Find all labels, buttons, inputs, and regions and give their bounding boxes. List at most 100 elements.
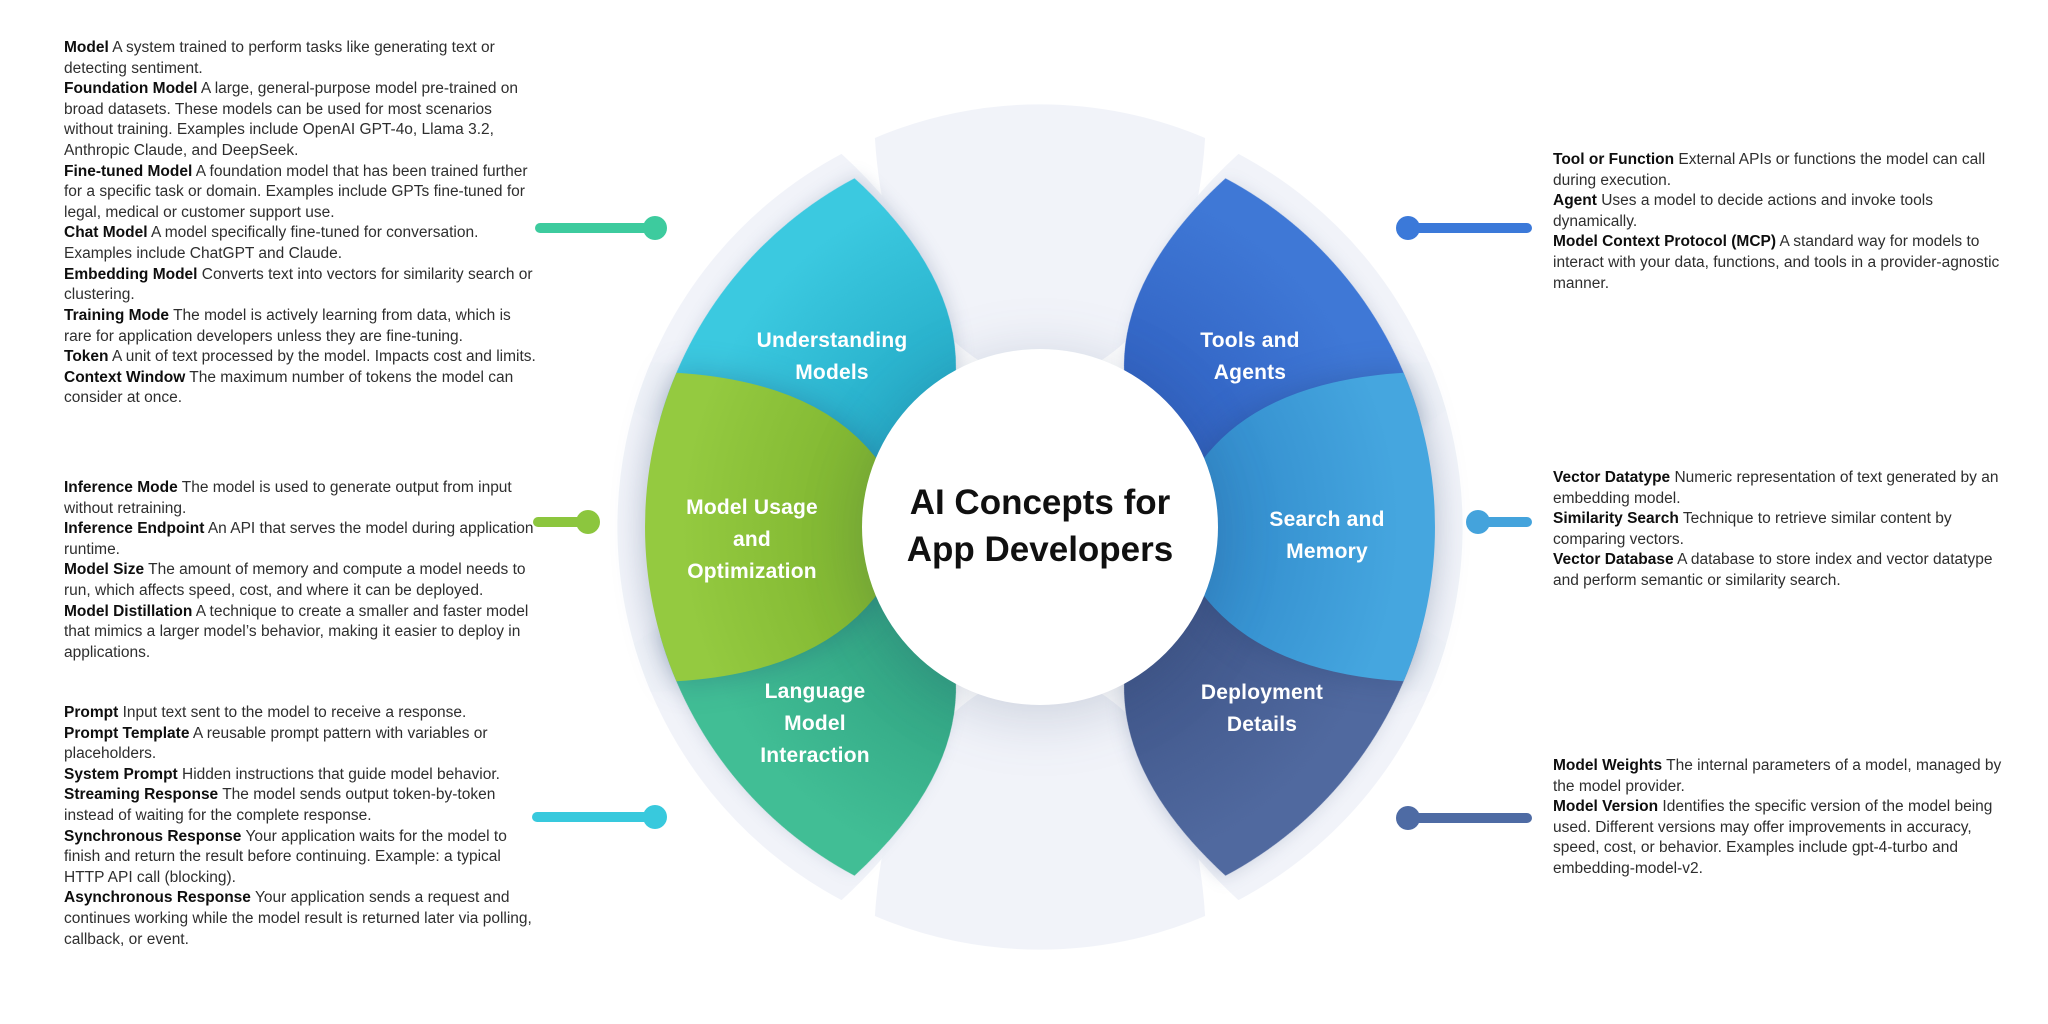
definition-item: Tool or Function External APIs or functi… (1553, 150, 2015, 191)
definition-term: Chat Model (64, 224, 148, 242)
definition-term: Training Mode (64, 306, 170, 324)
definition-text: Hidden instructions that guide model beh… (182, 765, 500, 783)
connector-line (1483, 517, 1532, 527)
center-circle (862, 349, 1218, 705)
definition-text: External APIs or functions the model can… (1553, 151, 1986, 189)
definition-term: Model Distillation (64, 602, 193, 620)
connector-understanding-models (535, 216, 667, 240)
connector-line (1413, 813, 1532, 823)
connector-dot (643, 216, 667, 240)
definition-term: Streaming Response (64, 786, 219, 804)
definition-item: Token A unit of text processed by the mo… (64, 347, 540, 368)
definition-item: Model Version Identifies the specific ve… (1553, 797, 2015, 879)
definition-text: The model sends output token-by-token in… (64, 786, 496, 825)
definition-term: Agent (1553, 192, 1597, 210)
definition-term: Model Version (1553, 798, 1659, 816)
definition-term: Similarity Search (1553, 510, 1679, 528)
definition-item: Model Weights The internal parameters of… (1553, 756, 2015, 797)
definition-item: Chat Model A model specifically fine-tun… (64, 223, 540, 264)
definition-text: The internal parameters of a model, mana… (1553, 757, 2002, 795)
petal-label-model-usage-optimization: Model Usage and Optimization (686, 496, 818, 583)
petal-model-usage-optimization (645, 372, 896, 682)
petal-diagram (617, 104, 1463, 950)
definition-term: Model Size (64, 561, 145, 579)
definition-text: A technique to create a smaller and fast… (64, 602, 529, 661)
definition-term: Model Context Protocol (MCP) (1553, 233, 1777, 251)
definition-text: A unit of text processed by the model. I… (111, 348, 536, 366)
definition-text: The model is used to generate output fro… (64, 479, 512, 517)
petal-label-search-and-memory: Search and Memory (1269, 508, 1385, 563)
definition-item: Vector Database A database to store inde… (1553, 550, 2015, 591)
connector-model-usage-optimization (533, 510, 600, 534)
petal-label-language-model-interaction: Language Model Interaction (760, 680, 870, 767)
definition-item: Model A system trained to perform tasks … (64, 38, 540, 79)
definition-term: Prompt (64, 704, 119, 721)
definition-text: A database to store index and vector dat… (1553, 551, 1993, 590)
definition-text: A system trained to perform tasks like g… (64, 39, 495, 77)
definition-item: Foundation Model A large, general-purpos… (64, 79, 540, 161)
connector-line (1413, 223, 1532, 233)
definition-item: Model Context Protocol (MCP) A standard … (1553, 232, 2015, 294)
definitions-group-deployment-details: Model Weights The internal parameters of… (1553, 756, 2015, 880)
definition-text: Numeric representation of text generated… (1553, 469, 1999, 507)
definition-item: Model Distillation A technique to create… (64, 602, 540, 664)
definition-text: A reusable prompt pattern with variables… (64, 724, 488, 763)
definition-text: Your application sends a request and con… (64, 889, 532, 948)
definition-term: Model Weights (1553, 757, 1663, 774)
definition-item: Agent Uses a model to decide actions and… (1553, 191, 2015, 232)
definition-item: Inference Mode The model is used to gene… (64, 478, 540, 519)
definition-text: Identifies the specific version of the m… (1553, 798, 1993, 878)
connector-line (532, 812, 650, 822)
definition-item: Inference Endpoint An API that serves th… (64, 519, 540, 560)
definition-item: Asynchronous Response Your application s… (64, 888, 540, 950)
connector-dot (643, 805, 667, 829)
connector-line (535, 223, 650, 233)
definition-term: System Prompt (64, 765, 178, 783)
definition-text: A large, general-purpose model pre-train… (64, 80, 518, 160)
connector-language-model-interaction (532, 805, 667, 829)
definition-item: Vector Datatype Numeric representation o… (1553, 468, 2015, 509)
definition-term: Context Window (64, 368, 186, 386)
definition-item: Prompt Template A reusable prompt patter… (64, 724, 540, 765)
definition-term: Asynchronous Response (64, 889, 251, 907)
definition-text: A foundation model that has been trained… (64, 162, 528, 221)
definition-item: Streaming Response The model sends outpu… (64, 785, 540, 826)
definition-item: Embedding Model Converts text into vecto… (64, 265, 540, 306)
petal-label-tools-and-agents: Tools and Agents (1200, 329, 1300, 384)
petal-search-and-memory (1184, 372, 1435, 682)
definition-text: The amount of memory and compute a model… (64, 561, 526, 600)
definition-text: A model specifically fine-tuned for conv… (64, 224, 479, 263)
definition-item: Prompt Input text sent to the model to r… (64, 703, 540, 724)
definition-item: System Prompt Hidden instructions that g… (64, 765, 540, 786)
definition-term: Embedding Model (64, 265, 198, 283)
definition-text: Converts text into vectors for similarit… (64, 265, 533, 304)
definition-term: Fine-tuned Model (64, 162, 193, 180)
definition-text: The model is actively learning from data… (64, 306, 511, 345)
definitions-group-model-usage-optimization: Inference Mode The model is used to gene… (64, 478, 540, 663)
definitions-group-tools-and-agents: Tool or Function External APIs or functi… (1553, 150, 2015, 294)
definitions-group-search-and-memory: Vector Datatype Numeric representation o… (1553, 468, 2015, 592)
definition-term: Inference Mode (64, 479, 178, 496)
definition-item: Fine-tuned Model A foundation model that… (64, 162, 540, 224)
petal-label-deployment-details: Deployment Details (1200, 681, 1324, 736)
definition-term: Model (64, 39, 109, 56)
definition-text: An API that serves the model during appl… (64, 520, 534, 558)
definition-term: Synchronous Response (64, 827, 242, 845)
definition-text: A standard way for models to interact wi… (1553, 233, 2000, 292)
diagram-title: AI Concepts for App Developers (906, 483, 1174, 569)
definition-term: Inference Endpoint (64, 520, 205, 538)
definition-text: Technique to retrieve similar content by… (1553, 510, 1952, 548)
definition-term: Foundation Model (64, 80, 198, 98)
connector-dot (576, 510, 600, 534)
definition-item: Synchronous Response Your application wa… (64, 827, 540, 889)
petal-label-understanding-models: Understanding Models (756, 329, 908, 384)
definition-item: Context Window The maximum number of tok… (64, 368, 540, 409)
definition-text: The maximum number of tokens the model c… (64, 368, 514, 407)
definition-term: Vector Database (1553, 551, 1674, 569)
definitions-group-language-model-interaction: Prompt Input text sent to the model to r… (64, 703, 540, 950)
definitions-group-understanding-models: Model A system trained to perform tasks … (64, 38, 540, 409)
connector-line (533, 517, 583, 527)
definition-term: Prompt Template (64, 724, 190, 742)
definition-item: Model Size The amount of memory and comp… (64, 560, 540, 601)
